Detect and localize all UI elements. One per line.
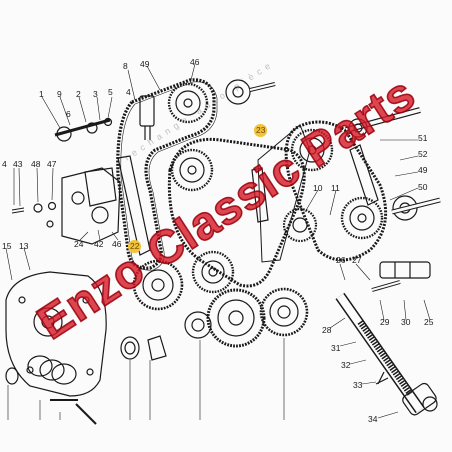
callout-8: 8: [123, 61, 128, 71]
lower-left-sprocket: [132, 259, 184, 311]
callout-31: 31: [331, 343, 341, 353]
callout-4-left: 4: [2, 159, 7, 169]
crank-sprocket-right: [259, 287, 309, 337]
callout-23-highlight: 23: [254, 124, 268, 137]
callout-30: 30: [401, 317, 411, 327]
callout-11: 11: [331, 183, 340, 193]
callout-3: 3: [93, 89, 98, 99]
idler-pulley: [184, 311, 212, 339]
callout-29: 29: [380, 317, 390, 327]
callout-15: 15: [2, 241, 12, 251]
callout-48: 48: [31, 159, 41, 169]
callout-52: 52: [418, 149, 428, 159]
crank-sprocket-large: [206, 288, 266, 348]
oil-pump-drive: [371, 261, 431, 292]
cover-bolts: [50, 399, 97, 425]
callout-49: 49: [140, 59, 150, 69]
right-upper-gear: [348, 118, 368, 138]
right-tensioner-blade: [251, 167, 269, 223]
upper-right-sprocket: [290, 128, 334, 172]
drive-shaft: [335, 292, 438, 416]
right-chain-guide: [349, 144, 379, 206]
callout-42: 42: [94, 239, 104, 249]
callout-51: 51: [418, 133, 428, 143]
callout-32: 32: [341, 360, 351, 370]
left-timing-chain: [116, 78, 218, 271]
idler-bracket: [61, 167, 121, 245]
right-timing-chain: [257, 120, 388, 263]
left-tensioner-blade: [117, 155, 151, 256]
callout-26: 26: [336, 255, 346, 265]
callout-2: 2: [76, 89, 81, 99]
callout-4: 4: [126, 87, 131, 97]
callout-43: 43: [13, 159, 23, 169]
callout-50: 50: [418, 182, 428, 192]
right-cam-sprocket: [340, 196, 384, 240]
callout-46: 46: [190, 57, 200, 67]
callout-33: 33: [353, 380, 363, 390]
callout-9: 9: [57, 89, 62, 99]
lower-center-sprocket: [191, 250, 235, 294]
top-left-shaft: [54, 117, 113, 142]
callout-34: 34: [368, 414, 378, 424]
center-timing-chain: [167, 137, 306, 288]
callout-27: 27: [352, 255, 362, 265]
callout-22-highlight: 22: [128, 240, 142, 253]
callout-24: 24: [74, 239, 84, 249]
callout-47: 47: [47, 159, 57, 169]
center-idler-sprocket: [282, 207, 318, 243]
callout-49-right: 49: [418, 165, 428, 175]
callout-13: 13: [19, 241, 29, 251]
right-cam-gear: [225, 79, 276, 105]
callout-1: 1: [39, 89, 44, 99]
bearing: [120, 335, 167, 361]
callout-6: 6: [66, 109, 71, 119]
callout-5: 5: [108, 87, 113, 97]
seal-rings: [5, 355, 77, 385]
small-parts-left: [11, 201, 57, 228]
upper-left-sprocket: [167, 82, 209, 124]
callout-46-left: 46: [112, 239, 122, 249]
callout-10: 10: [313, 183, 323, 193]
upper-center-sprocket: [170, 148, 214, 192]
callout-28: 28: [322, 325, 332, 335]
upper-left-shaft: [139, 95, 155, 140]
bolt: [375, 371, 389, 385]
front-cover-plate: [5, 271, 107, 397]
callout-25: 25: [424, 317, 434, 327]
camshaft-right: [345, 107, 441, 221]
leader-lines: [5, 63, 431, 420]
